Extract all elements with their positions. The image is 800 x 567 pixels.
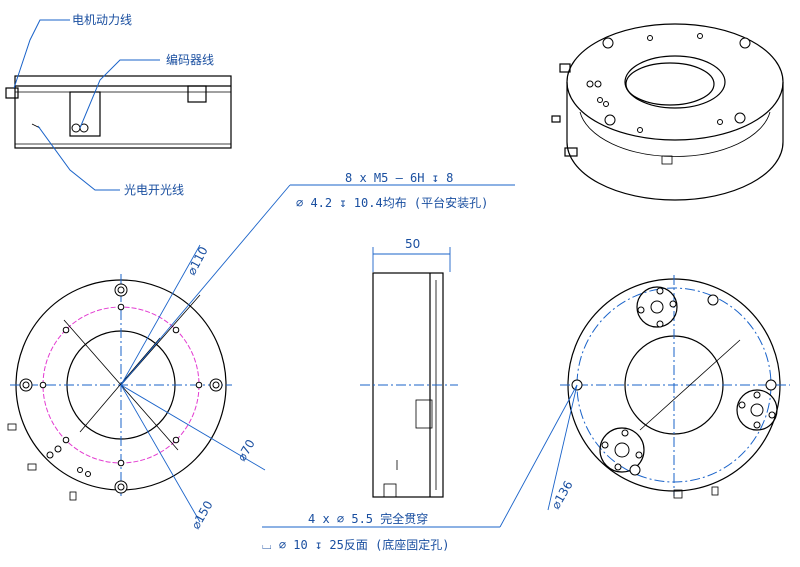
dim-line-110 [120, 244, 201, 386]
dim-line-136 [547, 384, 578, 511]
dim-110-label: ⌀110 [184, 244, 211, 277]
isometric-view [551, 23, 784, 201]
dim-line-70 [120, 384, 266, 471]
rear-view-right [560, 275, 790, 499]
dim-50-label: 50 [405, 237, 420, 251]
leader-encoder [79, 59, 160, 129]
leader-motor-power [13, 19, 70, 89]
top-callout-line1: 8 x M5 – 6H ↧ 8 [345, 171, 453, 185]
dim-leader-top-callout [120, 184, 291, 386]
bottom-callout-line2: ⌴ ⌀ 10 ↧ 25反面 (底座固定孔) [262, 537, 450, 552]
top-side-view [5, 75, 232, 149]
bottom-callout-line1: 4 x ⌀ 5.5 完全贯穿 [308, 511, 428, 526]
motor-power-line-label: 电机动力线 [72, 13, 132, 27]
encoder-line-label: 编码器线 [166, 52, 214, 67]
dim-70-label: ⌀70 [234, 437, 257, 463]
top-callout-line2: ⌀ 4.2 ↧ 10.4均布 (平台安装孔) [296, 195, 488, 210]
leader-photo-switch [37, 125, 120, 191]
dim-leader-bottom-callout [499, 384, 578, 528]
center-side-view [360, 272, 458, 498]
front-view-left [7, 274, 232, 501]
dim-line-150 [120, 384, 201, 523]
photo-switch-line-label: 光电开光线 [124, 183, 184, 197]
dim-150-label: ⌀150 [188, 498, 215, 531]
dim-136-label: ⌀136 [548, 478, 575, 511]
